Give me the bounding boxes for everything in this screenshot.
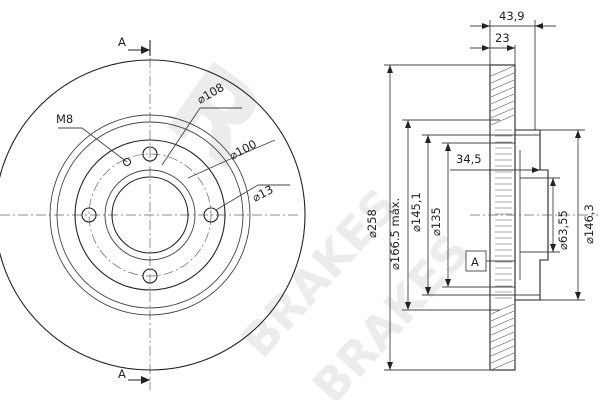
leader-d13 [215, 184, 259, 211]
dim-d63: ⌀63,55 [556, 210, 570, 250]
arrow-d135-bottom [445, 279, 451, 287]
vertical-dims: ⌀258 ⌀166.5 máx. ⌀145,1 ⌀135 [365, 64, 596, 371]
arrow-d146-top [575, 130, 581, 138]
datum-label: A [471, 255, 479, 269]
hatch-line [490, 317, 515, 329]
arrow-43-9-r [535, 23, 543, 29]
dim-43-9: 43,9 [499, 9, 525, 23]
dim-d166: ⌀166.5 máx. [388, 198, 402, 270]
rotor-section-outline [489, 64, 516, 371]
hat-outer-circle [49, 114, 251, 316]
label-d13: ⌀13 [250, 182, 276, 204]
disc-outer-circle [0, 59, 306, 371]
bolt-hole-bottom [142, 268, 158, 284]
arrow-d258-bottom [387, 362, 393, 370]
section-arrowhead-bottom [141, 376, 150, 384]
arrow-d135-top [445, 143, 451, 151]
section-marker-top: A [118, 35, 126, 49]
arrow-d145-top [425, 135, 431, 143]
leader-m8 [81, 127, 128, 163]
arrow-d145-bottom [425, 287, 431, 295]
hatch-line [490, 100, 515, 112]
thread-hole-m8 [122, 157, 132, 167]
hatch-line [490, 107, 515, 119]
hatch-line [490, 352, 515, 364]
hatch-line [490, 72, 515, 84]
dim-34-5: 34,5 [456, 152, 482, 166]
dim-23: 23 [495, 31, 510, 45]
hub-circle-outer [104, 169, 196, 261]
pcd-circle [88, 153, 212, 277]
dim-d146: ⌀146,3 [582, 204, 596, 244]
hatch-line [490, 310, 515, 322]
dim-d145: ⌀145,1 [409, 192, 423, 232]
dim-d258: ⌀258 [365, 209, 379, 238]
hatch-line [490, 345, 515, 357]
arrow-34-5 [532, 167, 540, 173]
side-view: 43,9 23 ⌀258 ⌀166.5 [365, 9, 598, 371]
arrow-43-9-l [482, 23, 490, 29]
hatch-line [490, 324, 515, 336]
leader-d100-shelf [227, 139, 276, 161]
arrow-d146-bottom [575, 292, 581, 300]
bolt-hole-left [81, 207, 97, 223]
arrow-23-l [482, 45, 490, 51]
hatch-line [490, 79, 515, 91]
hatch-line [490, 359, 515, 371]
arrow-d166-bottom [405, 302, 411, 310]
arrow-23-r [507, 45, 515, 51]
arrow-d258-top [387, 65, 393, 73]
hat-face-circle [74, 139, 226, 291]
leader-d100 [187, 159, 229, 179]
label-m8: M8 [56, 112, 73, 126]
dim-d135: ⌀135 [429, 207, 443, 236]
section-marker-bottom: A [118, 367, 126, 381]
bolt-hole-right [203, 207, 219, 223]
hat-step-circle [56, 121, 244, 309]
section-arrowhead-top [141, 46, 150, 54]
hatch-line [490, 331, 515, 343]
rotor-hatching [490, 65, 515, 371]
bolt-hole-top [142, 146, 158, 162]
center-bore-circle [111, 176, 189, 254]
leader-d108 [161, 107, 201, 166]
hatch-line [490, 86, 515, 98]
arrow-d63-bottom [550, 244, 556, 252]
hatch-line [490, 338, 515, 350]
hatch-line [490, 93, 515, 105]
hatch-line [490, 114, 515, 126]
arrow-d63-top [550, 178, 556, 186]
arrow-d166-top [405, 120, 411, 128]
hatch-line [490, 303, 515, 315]
hatch-line [490, 65, 515, 77]
